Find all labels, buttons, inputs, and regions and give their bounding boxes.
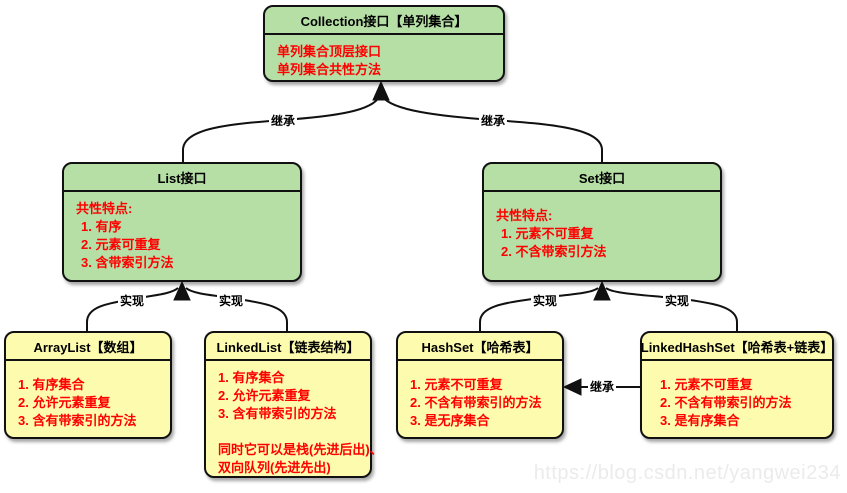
node-feature-line: 3. 是无序集合 bbox=[410, 413, 490, 428]
node-set: Set接口 共性特点: 1. 元素不可重复 2. 不含带索引方法 bbox=[482, 162, 722, 282]
node-feature-line: 3. 含有带索引的方法 bbox=[18, 413, 137, 428]
node-feature-line: 2. 元素可重复 bbox=[81, 237, 161, 252]
edge-list-to-collection bbox=[182, 96, 380, 162]
node-feature-line: 2. 允许元素重复 bbox=[218, 388, 311, 403]
node-hashset-body: 1. 元素不可重复 2. 不含有带索引的方法 3. 是无序集合 bbox=[398, 361, 562, 430]
edge-label-implement-arraylist: 实现 bbox=[117, 294, 147, 308]
node-feature-line: 2. 不含有带索引的方法 bbox=[410, 395, 542, 410]
node-feature-line: 1. 元素不可重复 bbox=[660, 377, 753, 392]
node-feature-line: 3. 是有序集合 bbox=[660, 413, 740, 428]
node-feature-line: 3. 含带索引方法 bbox=[81, 255, 174, 270]
node-collection-body: 单列集合顶层接口 单列集合共性方法 bbox=[265, 35, 503, 79]
node-feature-line: 1. 有序集合 bbox=[18, 377, 85, 392]
node-arraylist-title: ArrayList【数组】 bbox=[6, 333, 170, 361]
node-hashset-title: HashSet【哈希表】 bbox=[398, 333, 562, 361]
node-feature-line: 1. 有序集合 bbox=[218, 370, 285, 385]
node-set-title: Set接口 bbox=[484, 164, 720, 192]
arrowhead-collection bbox=[372, 80, 390, 101]
node-linkedlist-title: LinkedList【链表结构】 bbox=[206, 333, 370, 361]
edge-label-implement-linkedlist: 实现 bbox=[216, 294, 246, 308]
node-linkedhashset: LinkedHashSet【哈希表+链表】 1. 元素不可重复 2. 不含有带索… bbox=[640, 331, 834, 439]
node-feature-heading: 共性特点: bbox=[496, 208, 553, 223]
node-arraylist: ArrayList【数组】 1. 有序集合 2. 允许元素重复 3. 含有带索引… bbox=[4, 331, 172, 439]
node-arraylist-body: 1. 有序集合 2. 允许元素重复 3. 含有带索引的方法 bbox=[6, 361, 170, 430]
arrowhead-set bbox=[593, 280, 611, 301]
node-feature-line: 3. 含有带索引的方法 bbox=[218, 406, 337, 421]
node-feature-line: 双向队列(先进先出) bbox=[218, 460, 331, 475]
node-feature-line: 2. 不含带索引方法 bbox=[501, 244, 607, 259]
node-list: List接口 共性特点: 1. 有序 2. 元素可重复 3. 含带索引方法 bbox=[62, 162, 302, 282]
node-feature-heading: 共性特点: bbox=[76, 201, 133, 216]
node-list-title: List接口 bbox=[64, 164, 300, 192]
node-linkedhashset-title: LinkedHashSet【哈希表+链表】 bbox=[641, 333, 833, 361]
node-feature-line: 1. 有序 bbox=[81, 219, 122, 234]
edge-label-inherit-set: 继承 bbox=[478, 114, 508, 128]
edge-label-inherit-list: 继承 bbox=[268, 114, 298, 128]
node-collection: Collection接口【单列集合】 单列集合顶层接口 单列集合共性方法 bbox=[263, 5, 505, 82]
node-hashset: HashSet【哈希表】 1. 元素不可重复 2. 不含有带索引的方法 3. 是… bbox=[396, 331, 564, 439]
watermark-url: https://blog.csdn.net/yangwei234 bbox=[533, 462, 841, 484]
node-feature-line: 2. 不含有带索引的方法 bbox=[660, 395, 792, 410]
arrowhead-hashset bbox=[562, 378, 582, 396]
node-feature-line: 单列集合共性方法 bbox=[277, 62, 382, 77]
edge-set-to-collection bbox=[382, 96, 603, 162]
node-linkedhashset-body: 1. 元素不可重复 2. 不含有带索引的方法 3. 是有序集合 bbox=[642, 361, 832, 430]
edge-label-implement-hashset: 实现 bbox=[530, 294, 560, 308]
node-feature-line: 2. 允许元素重复 bbox=[18, 395, 111, 410]
node-linkedlist-body: 1. 有序集合 2. 允许元素重复 3. 含有带索引的方法 同时它可以是栈(先进… bbox=[206, 361, 383, 477]
edge-label-implement-linkedhashset: 实现 bbox=[662, 294, 692, 308]
node-feature-line: 同时它可以是栈(先进后出)、 bbox=[218, 442, 383, 457]
node-linkedlist: LinkedList【链表结构】 1. 有序集合 2. 允许元素重复 3. 含有… bbox=[204, 331, 383, 478]
node-feature-line: 1. 元素不可重复 bbox=[410, 377, 503, 392]
node-list-body: 共性特点: 1. 有序 2. 元素可重复 3. 含带索引方法 bbox=[64, 192, 300, 272]
edge-label-inherit-hashset: 继承 bbox=[587, 380, 617, 394]
node-feature-line: 单列集合顶层接口 bbox=[277, 44, 382, 59]
node-feature-line bbox=[218, 423, 362, 441]
node-collection-title: Collection接口【单列集合】 bbox=[265, 7, 503, 35]
arrowhead-list bbox=[173, 280, 191, 301]
node-set-body: 共性特点: 1. 元素不可重复 2. 不含带索引方法 bbox=[484, 192, 720, 261]
node-feature-line: 1. 元素不可重复 bbox=[501, 226, 594, 241]
